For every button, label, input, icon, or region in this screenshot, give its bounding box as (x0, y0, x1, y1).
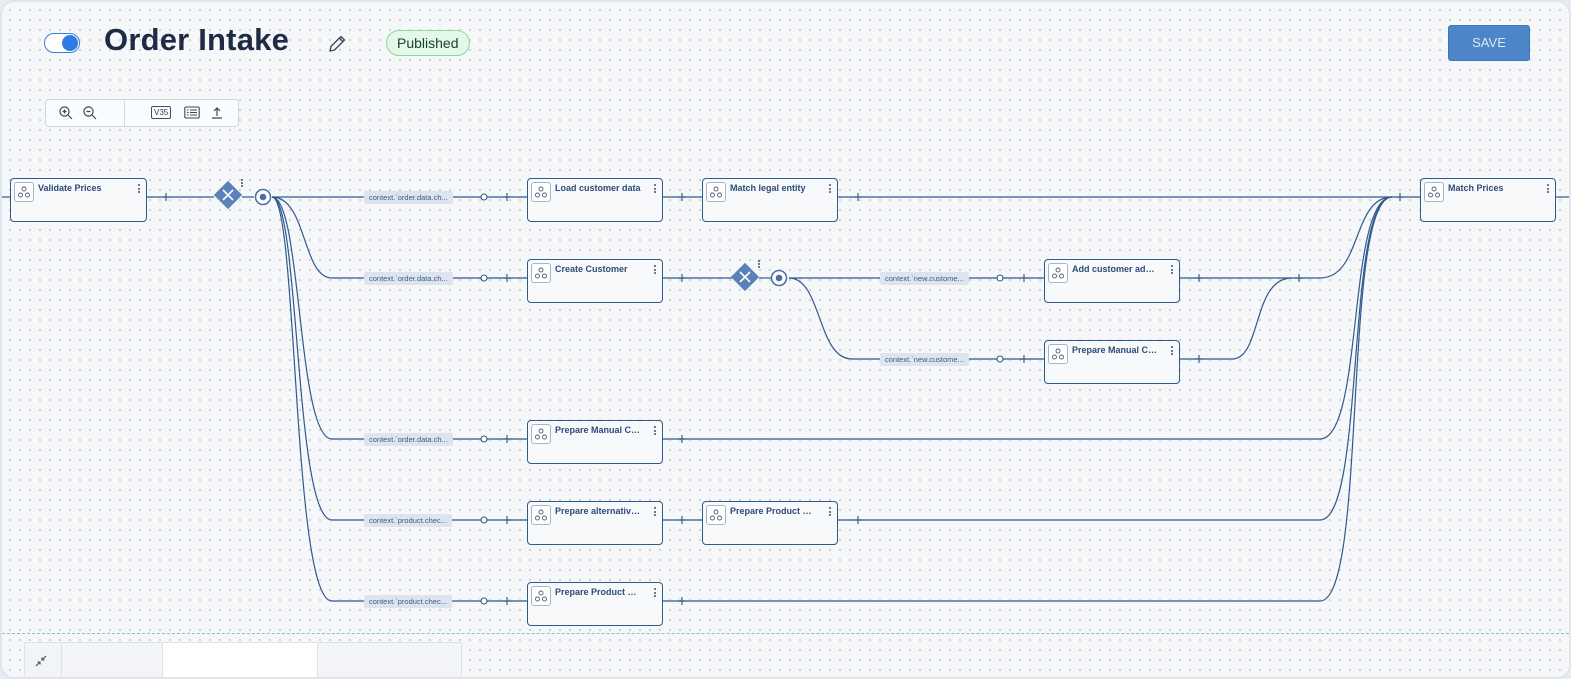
node-label: Match legal entity (730, 183, 806, 193)
bottom-panel-tab[interactable] (318, 643, 460, 677)
flow-node-prepare-product-data[interactable]: Prepare Product Data (527, 582, 663, 626)
flow-node-prepare-manual-customer[interactable]: Prepare Manual Cust... (527, 420, 663, 464)
workflow-node-icon (531, 182, 551, 202)
workflow-node-icon (531, 505, 551, 525)
node-menu-icon[interactable] (1547, 184, 1550, 195)
branch-condition-label[interactable]: context.`new.custome... (880, 353, 969, 366)
bottom-panel (2, 633, 1569, 677)
version-button[interactable]: V35 (151, 106, 172, 119)
flow-node-create-customer[interactable]: Create Customer (527, 259, 663, 303)
workflow-node-icon (706, 182, 726, 202)
branch-condition-label[interactable]: context.`order.data.ch... (364, 272, 453, 285)
node-label: Load customer data (555, 183, 641, 193)
branch-condition-label[interactable]: context.`order.data.ch... (364, 191, 453, 204)
zoom-out-icon[interactable] (82, 105, 98, 121)
workflow-node-icon (531, 424, 551, 444)
workflow-title: Order Intake (104, 22, 290, 57)
workflow-node-icon (531, 263, 551, 283)
branch-condition-label[interactable]: context.`product.chec... (364, 595, 452, 608)
flow-node-match-prices[interactable]: Match Prices (1420, 178, 1556, 222)
node-label: Match Prices (1448, 183, 1504, 193)
workflow-node-icon (1048, 263, 1068, 283)
node-menu-icon[interactable] (1171, 346, 1174, 357)
pencil-icon[interactable] (326, 33, 348, 55)
bottom-panel-tabs (24, 642, 462, 677)
branch-condition-label[interactable]: context.`product.chec... (364, 514, 452, 527)
toolbar-divider (124, 100, 125, 126)
flow-node-validate-prices[interactable]: Validate Prices (10, 178, 147, 222)
workflow-node-icon (531, 586, 551, 606)
collapse-icon (35, 655, 47, 667)
node-label: Prepare alternative pr... (555, 506, 643, 516)
node-menu-icon[interactable] (829, 507, 832, 518)
bottom-panel-tab[interactable] (62, 643, 163, 677)
node-menu-icon[interactable] (654, 426, 657, 437)
node-label: Prepare Manual Cust... (1072, 345, 1160, 355)
node-menu-icon[interactable] (654, 588, 657, 599)
canvas-toolbar: V35 (45, 99, 239, 127)
node-label: Add customer address (1072, 264, 1160, 274)
flow-node-match-legal-entity[interactable]: Match legal entity (702, 178, 838, 222)
collapse-panel-button[interactable] (25, 643, 62, 677)
flow-node-prepare-manual-customer[interactable]: Prepare Manual Cust... (1044, 340, 1180, 384)
branch-condition-label[interactable]: context.`order.data.ch... (364, 433, 453, 446)
exclusive-gateway-1 (213, 180, 243, 210)
workflow-node-icon (14, 182, 34, 202)
flow-node-prepare-product-data[interactable]: Prepare Product Data (702, 501, 838, 545)
node-label: Prepare Product Data (730, 506, 818, 516)
toggle-knob (62, 35, 78, 51)
flow-node-prepare-alternative-product[interactable]: Prepare alternative pr... (527, 501, 663, 545)
list-icon[interactable] (184, 105, 200, 121)
branch-condition-label[interactable]: context.`new.custome... (880, 272, 969, 285)
workflow-node-icon (1048, 344, 1068, 364)
node-menu-icon[interactable] (138, 184, 141, 195)
workflow-enabled-toggle[interactable] (44, 33, 80, 53)
save-button[interactable]: SAVE (1448, 25, 1530, 61)
zoom-in-icon[interactable] (58, 105, 74, 121)
node-menu-icon[interactable] (654, 265, 657, 276)
export-icon[interactable] (209, 105, 225, 121)
flow-node-load-customer-data[interactable]: Load customer data (527, 178, 663, 222)
node-menu-icon[interactable] (654, 507, 657, 518)
status-badge: Published (386, 30, 470, 56)
node-label: Prepare Product Data (555, 587, 643, 597)
node-label: Create Customer (555, 264, 628, 274)
node-label: Validate Prices (38, 183, 102, 193)
node-menu-icon[interactable] (1171, 265, 1174, 276)
node-menu-icon[interactable] (829, 184, 832, 195)
flow-node-add-customer-address[interactable]: Add customer address (1044, 259, 1180, 303)
workflow-node-icon (1424, 182, 1444, 202)
node-label: Prepare Manual Cust... (555, 425, 643, 435)
node-menu-icon[interactable] (654, 184, 657, 195)
bottom-panel-tab[interactable] (163, 643, 318, 677)
flow-connections (2, 179, 1569, 605)
exclusive-gateway-2 (730, 262, 760, 292)
workflow-node-icon (706, 505, 726, 525)
